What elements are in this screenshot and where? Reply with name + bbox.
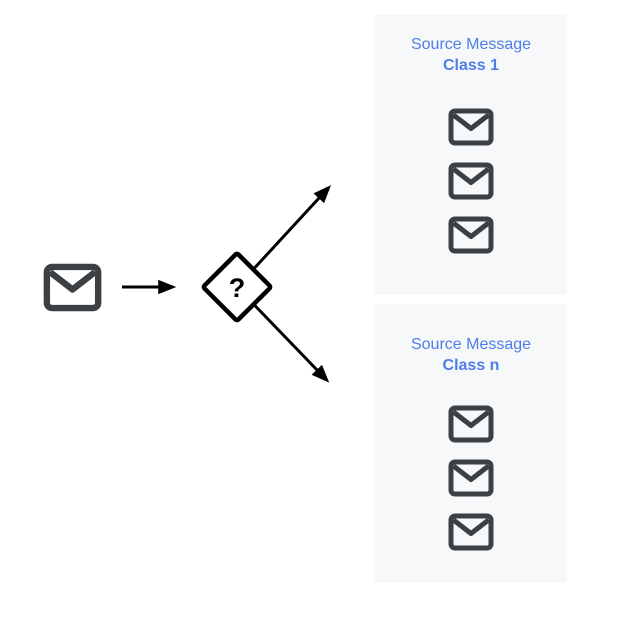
email-icon bbox=[448, 513, 494, 551]
panel-title: Source Message bbox=[410, 336, 532, 353]
panel-header: Source Message Class n bbox=[411, 334, 531, 376]
panel-title: Source Message bbox=[410, 36, 532, 53]
source-message-class-n-panel: Source Message Class n bbox=[375, 304, 567, 583]
panel-header: Source Message Class 1 bbox=[411, 34, 531, 76]
panel-class-label: Class 1 bbox=[442, 57, 500, 74]
input-email-icon bbox=[43, 263, 102, 312]
email-icon bbox=[448, 216, 494, 254]
question-mark: ? bbox=[229, 273, 246, 303]
panel-class-label: Class n bbox=[442, 357, 500, 374]
message-icon-stack bbox=[448, 108, 494, 254]
classifier-diamond bbox=[201, 251, 273, 323]
email-icon bbox=[448, 108, 494, 146]
email-icon bbox=[448, 162, 494, 200]
message-icon-stack bbox=[448, 405, 494, 551]
email-icon bbox=[448, 459, 494, 497]
source-message-class-1-panel: Source Message Class 1 bbox=[375, 15, 567, 295]
email-icon bbox=[448, 405, 494, 443]
